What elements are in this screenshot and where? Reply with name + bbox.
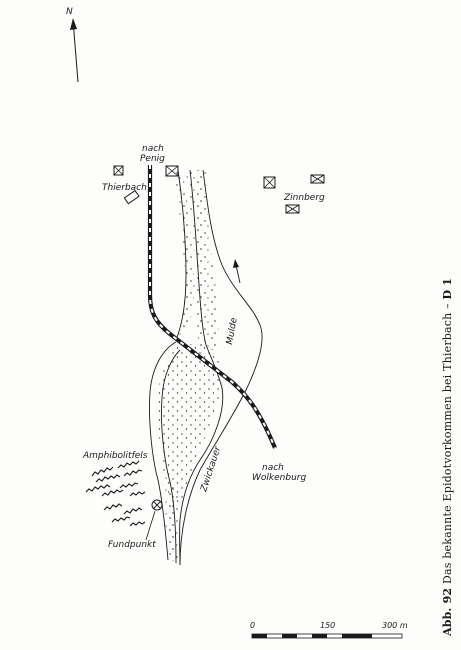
label-mulde: Mulde — [225, 317, 240, 346]
scale-tick-0: 0 — [250, 621, 255, 630]
building-icon — [310, 174, 325, 184]
north-label: N — [66, 7, 73, 17]
figure-number: Abb. 92 — [441, 587, 454, 636]
lens-outline-west — [149, 341, 177, 561]
building-icon — [165, 165, 179, 177]
label-fundpunkt: Fundpunkt — [108, 540, 156, 550]
scale-tick-150: 150 — [320, 621, 335, 630]
figure-caption-text: Das bekannte Epidotvorkommen bei Thierba… — [441, 303, 454, 584]
railway-line — [147, 165, 277, 449]
figure-code: D 1 — [441, 277, 454, 300]
floodplain-upper — [174, 170, 195, 343]
lens-outline-west2 — [161, 349, 181, 564]
rock-outcrop-hatching — [85, 460, 146, 527]
floodplain-lower — [157, 344, 223, 508]
label-zinnberg: Zinnberg — [283, 193, 325, 203]
label-nach-wolkenburg-2: Wolkenburg — [252, 473, 306, 483]
north-arrow-icon: N — [66, 7, 79, 83]
river-bank-inner-west — [175, 169, 187, 341]
label-zwickauer: Zwickauer — [199, 444, 224, 494]
building-icon — [285, 204, 300, 214]
figure-caption: Abb. 92 Das bekannte Epidotvorkommen bei… — [441, 278, 454, 636]
building-icon — [113, 165, 124, 176]
label-nach-penig-1: nach — [142, 144, 164, 154]
building-icon — [123, 189, 140, 205]
label-amphibolitfels: Amphibolitfels — [82, 451, 148, 461]
label-thierbach: Thierbach — [102, 183, 147, 193]
river-bank-west — [179, 169, 224, 566]
scale-tick-300: 300 m — [382, 621, 408, 630]
river-bank-east — [179, 169, 263, 566]
flow-arrow-icon — [233, 259, 241, 284]
find-point-marker-icon — [145, 499, 163, 541]
building-icon — [263, 176, 276, 189]
label-nach-penig-2: Penig — [140, 154, 165, 164]
label-nach-wolkenburg-1: nach — [262, 463, 284, 473]
scale-bar: 0 150 300 m — [250, 621, 408, 639]
